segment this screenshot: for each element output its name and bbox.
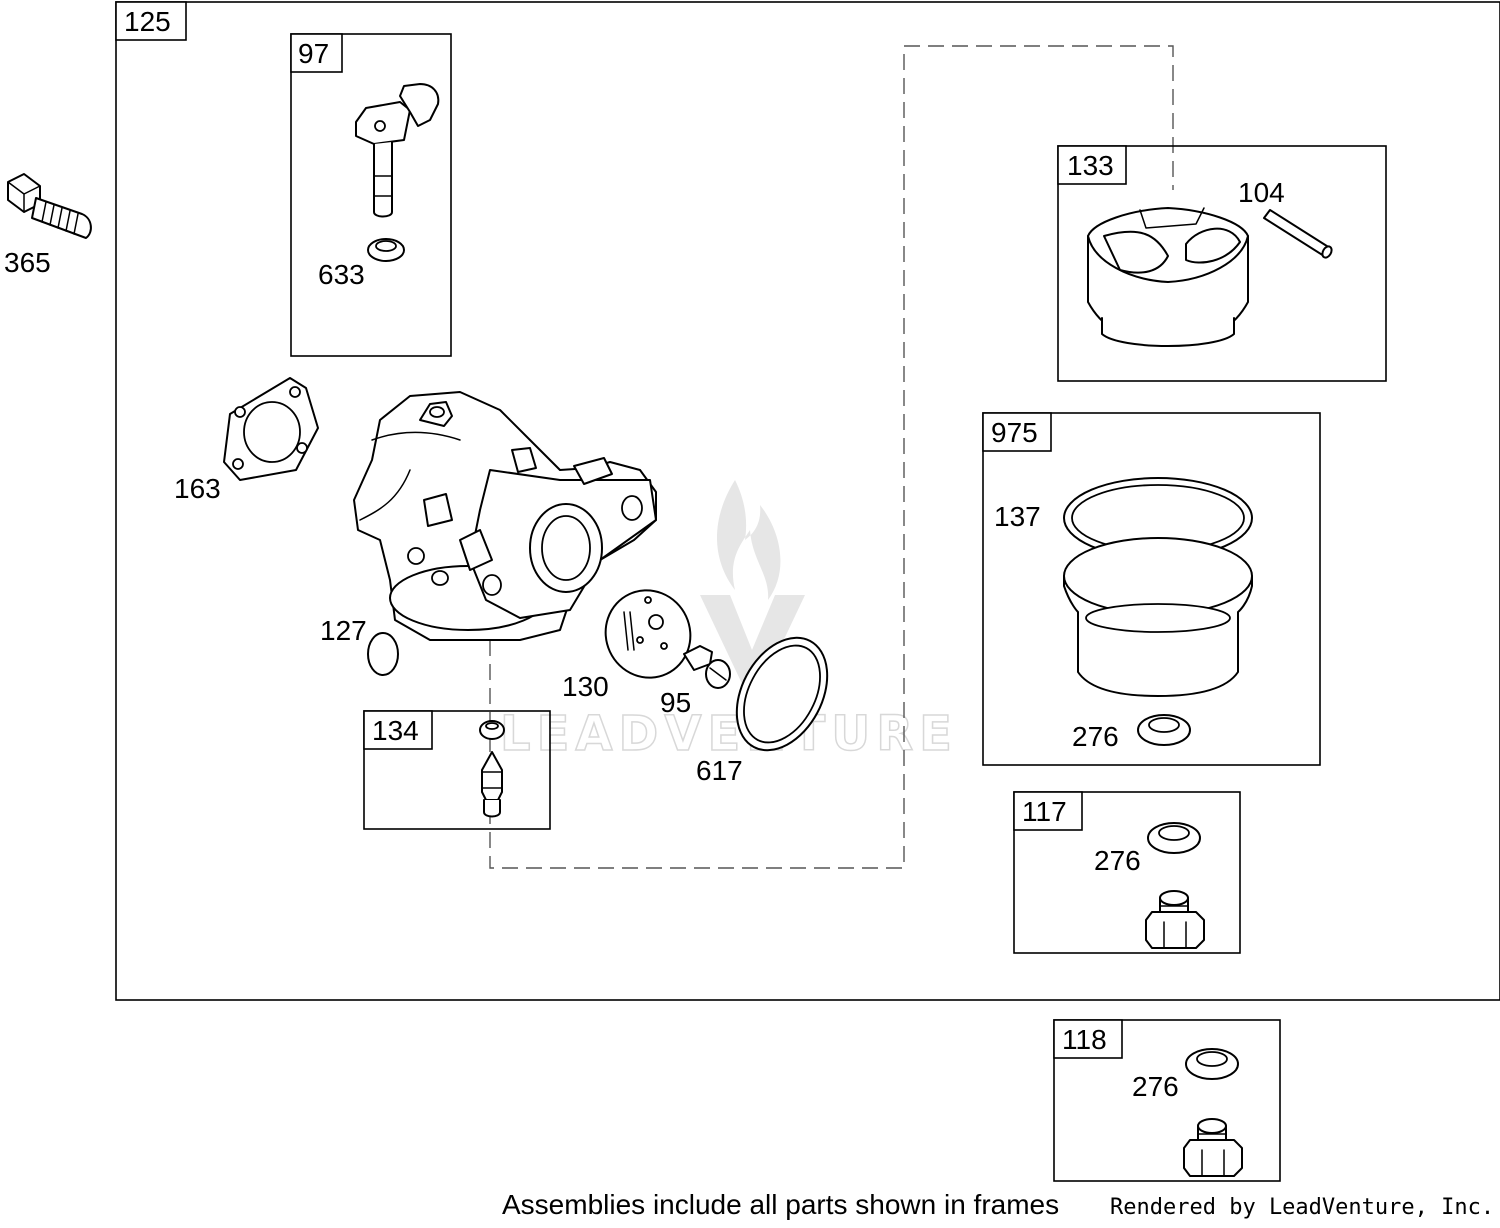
part-633-washer <box>367 238 405 262</box>
callout-127: 127 <box>320 615 367 646</box>
frame-118: 118 276 <box>1053 1019 1281 1182</box>
callout-104: 104 <box>1238 177 1285 208</box>
callout-125: 125 <box>124 6 171 37</box>
part-276-washer-b <box>1147 822 1201 854</box>
callout-97: 97 <box>298 38 329 69</box>
callout-163: 163 <box>174 473 221 504</box>
part-117-bowl-nut <box>1145 890 1205 949</box>
footer-credit: Rendered by LeadVenture, Inc. <box>1110 1195 1494 1220</box>
frame-134: 134 <box>363 710 551 830</box>
callout-137: 137 <box>994 501 1041 532</box>
part-130-plate: 130 <box>562 589 692 702</box>
callout-975: 975 <box>991 417 1038 448</box>
callout-133: 133 <box>1067 150 1114 181</box>
callout-117: 117 <box>1022 796 1067 827</box>
part-97-choke-shaft <box>355 83 440 218</box>
footer-note: Assemblies include all parts shown in fr… <box>502 1189 1059 1220</box>
callout-276-a: 276 <box>1072 721 1119 752</box>
part-163-gasket: 163 <box>174 377 319 504</box>
frame-133: 133 104 <box>1057 145 1387 382</box>
callout-134: 134 <box>372 715 419 746</box>
callout-365: 365 <box>4 247 51 278</box>
part-133-float <box>1087 207 1249 347</box>
part-617-o-ring: 617 <box>696 636 829 786</box>
part-127-welch-plug: 127 <box>320 615 399 676</box>
part-carburetor-body <box>353 391 657 641</box>
callout-617: 617 <box>696 755 743 786</box>
watermark-text: LEADVENTURE <box>500 706 958 762</box>
assembly-leader-line <box>489 45 1174 869</box>
callout-633: 633 <box>318 259 365 290</box>
part-975-float-bowl <box>1063 537 1253 697</box>
frame-117: 117 276 <box>1013 791 1241 954</box>
frame-125: 125 <box>115 1 1500 1001</box>
part-118-bowl-nut <box>1183 1118 1243 1177</box>
callout-276-b: 276 <box>1094 845 1141 876</box>
part-134-inlet-needle <box>479 720 505 818</box>
part-95-screw: 95 <box>660 645 731 718</box>
part-365-bolt: 365 <box>4 173 92 278</box>
callout-130: 130 <box>562 671 609 702</box>
part-104-float-pin <box>1263 209 1333 259</box>
callout-95: 95 <box>660 687 691 718</box>
watermark: LEADVENTURE <box>499 480 958 763</box>
frame-975: 975 137 276 <box>982 412 1321 766</box>
part-276-washer-a <box>1137 714 1191 746</box>
frame-97: 97 633 <box>290 33 452 357</box>
callout-276-c: 276 <box>1132 1071 1179 1102</box>
callout-118: 118 <box>1062 1024 1107 1055</box>
part-276-washer-c <box>1185 1048 1239 1080</box>
